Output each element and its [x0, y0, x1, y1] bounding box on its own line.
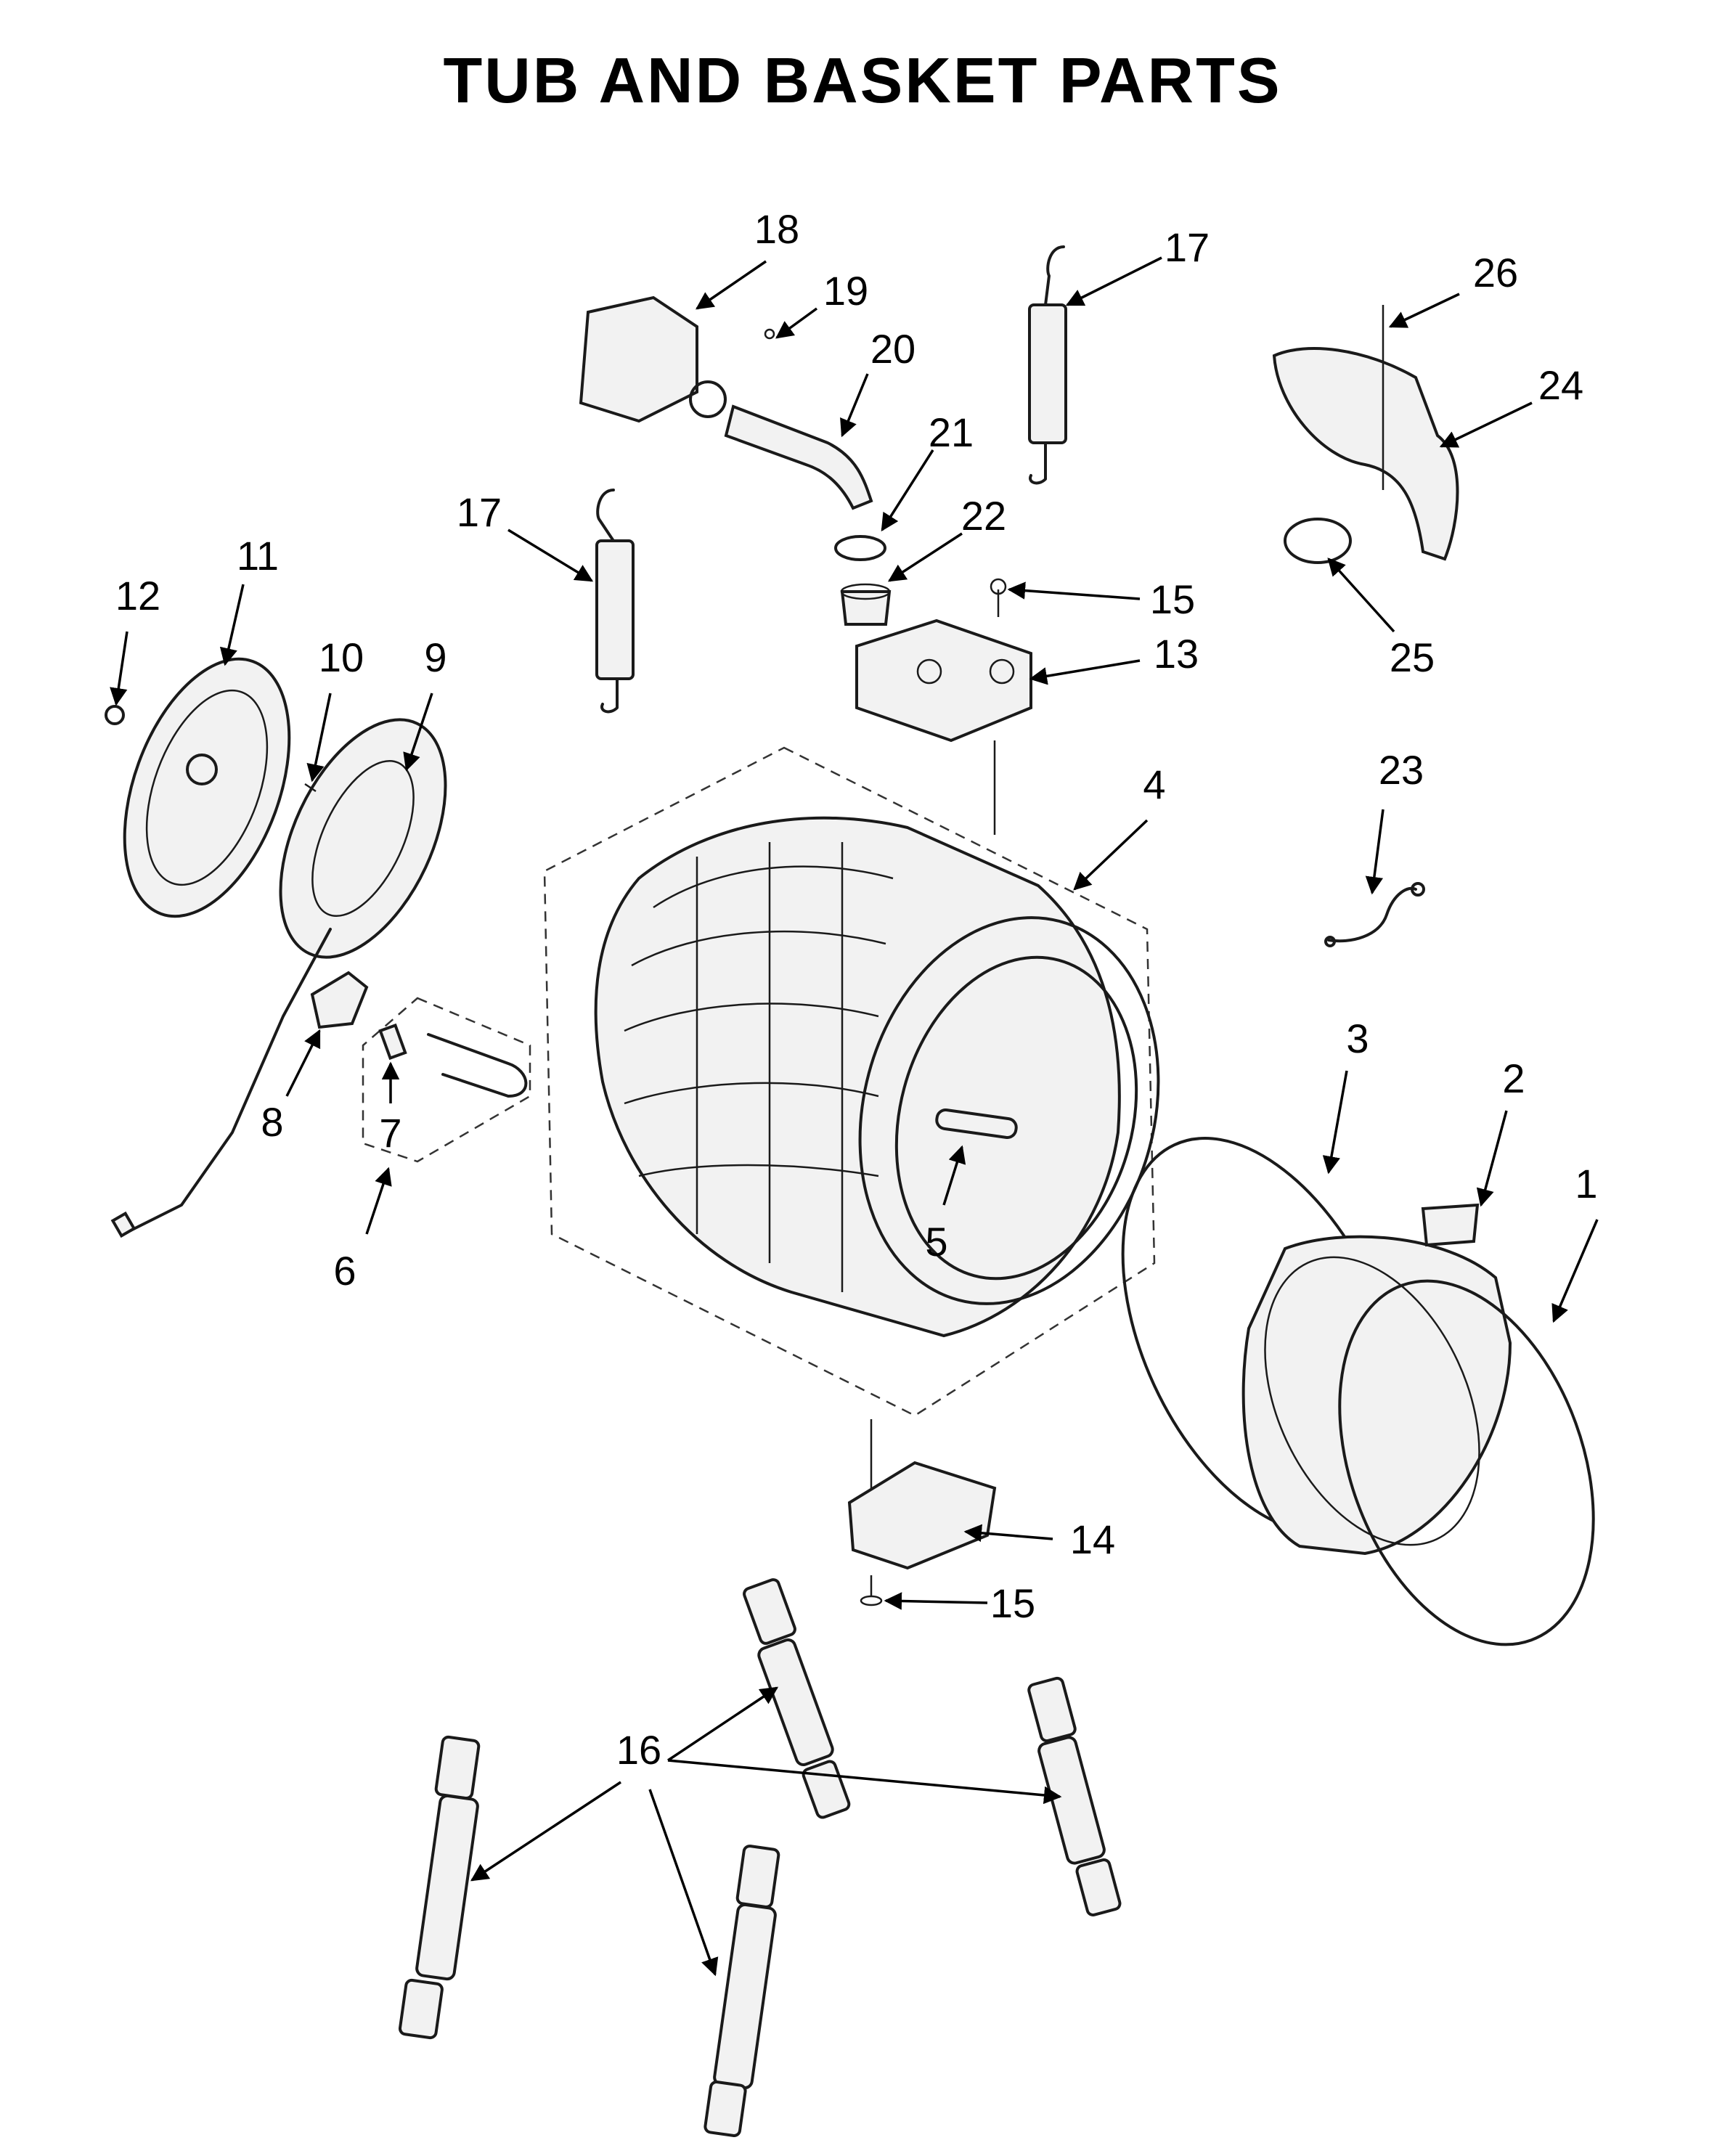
callout-15-top: 15 [1150, 576, 1195, 622]
callout-3: 3 [1346, 1016, 1369, 1061]
damper-icon [398, 1578, 1122, 2137]
callout-21: 21 [929, 409, 974, 455]
callout-24: 24 [1538, 362, 1583, 408]
bellow-seal-icon [1121, 1137, 1595, 1646]
callout-26: 26 [1473, 250, 1518, 295]
bracket-icon [855, 618, 1032, 835]
callout-18: 18 [754, 206, 799, 252]
callout-23: 23 [1379, 747, 1424, 793]
callout-20: 20 [870, 326, 915, 372]
callout-10: 10 [319, 634, 364, 680]
basket-icon [935, 1108, 1018, 1139]
callout-1: 1 [1575, 1161, 1597, 1206]
callout-11: 11 [237, 533, 279, 579]
sensor-icon [310, 971, 531, 1163]
callout-14: 14 [1070, 1516, 1115, 1562]
callout-4: 4 [1143, 761, 1165, 807]
bracket-icon [847, 1419, 997, 1606]
callout-2: 2 [1502, 1055, 1525, 1101]
callout-15-bottom: 15 [990, 1580, 1035, 1626]
callout-16: 16 [616, 1727, 661, 1773]
callout-25: 25 [1390, 634, 1435, 680]
hose-icon [579, 295, 1007, 626]
duct-icon [1272, 305, 1459, 564]
callout-labels: 1 2 3 4 5 6 7 8 9 10 11 12 13 14 15 15 1… [115, 206, 1598, 1773]
leader-lines [110, 256, 1599, 1977]
callout-8: 8 [261, 1099, 283, 1145]
callout-9: 9 [424, 634, 446, 680]
wire-harness-icon [1324, 882, 1425, 947]
callout-7: 7 [379, 1110, 401, 1156]
callout-5: 5 [925, 1219, 947, 1265]
callout-17-right: 17 [1165, 224, 1210, 270]
page-title: TUB AND BASKET PARTS [443, 44, 1282, 116]
spring-icon [595, 245, 1067, 714]
callout-22: 22 [961, 493, 1006, 539]
tub-assembly-icon [543, 746, 1160, 1417]
callout-6: 6 [333, 1248, 356, 1294]
callout-19: 19 [823, 268, 868, 314]
callout-12: 12 [115, 573, 160, 618]
callout-13: 13 [1154, 631, 1199, 677]
rotor-icon [105, 657, 291, 918]
callout-17-left: 17 [457, 489, 502, 535]
